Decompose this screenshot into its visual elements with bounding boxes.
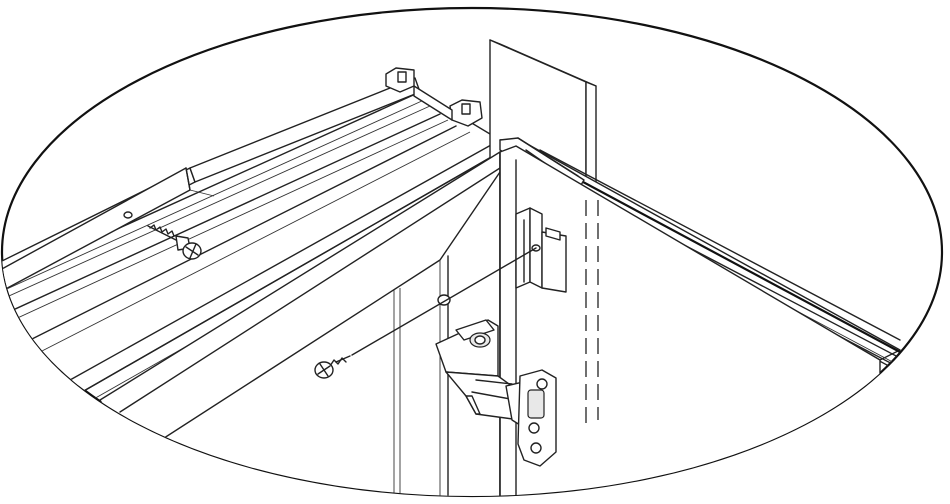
screw-leader-line [351, 247, 537, 356]
hinge [435, 319, 557, 467]
door-panel [99, 151, 501, 496]
screw-lower [314, 355, 351, 379]
screw-upper [147, 224, 202, 260]
left-top-rail [2, 77, 501, 421]
rail-bracket [2, 167, 215, 293]
corner-post [385, 67, 483, 127]
